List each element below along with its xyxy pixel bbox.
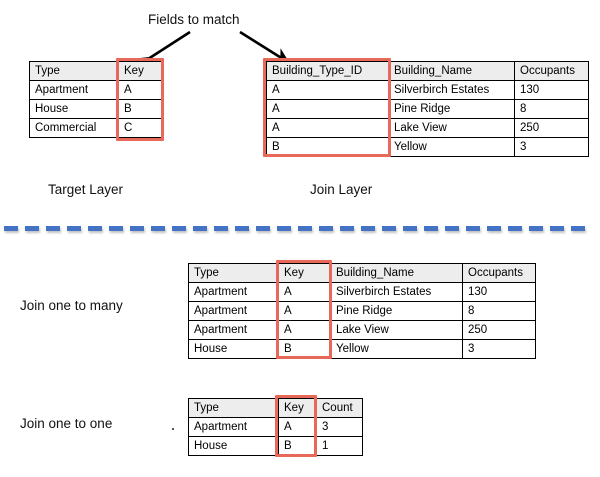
table-row: House B <box>29 99 162 119</box>
cell: C <box>118 118 162 138</box>
arrow-down-right-icon <box>239 30 290 64</box>
table-header-row: Type Key Building_Name Occupants <box>188 263 536 283</box>
table-row: A Pine Ridge 8 <box>266 99 589 119</box>
column-header: Type <box>188 263 279 283</box>
table-header-row: Building_Type_ID Building_Name Occupants <box>266 61 589 81</box>
table-row: B Yellow 3 <box>266 137 589 157</box>
cell: A <box>118 80 162 100</box>
join-layer-table: Building_Type_ID Building_Name Occupants… <box>266 61 589 157</box>
column-header: Type <box>29 61 119 81</box>
cell: Commercial <box>29 118 119 138</box>
table-row: Apartment A Pine Ridge 8 <box>188 301 536 321</box>
join-one-to-many-table: Type Key Building_Name Occupants Apartme… <box>188 263 536 359</box>
cell: 130 <box>462 282 536 302</box>
divider-line <box>4 226 592 231</box>
cell: Apartment <box>188 320 279 340</box>
cell: B <box>278 436 317 456</box>
join-one-to-one-table: Type Key Count Apartment A 3 House B 1 <box>188 398 363 456</box>
table-row: A Silverbirch Estates 130 <box>266 80 589 100</box>
cell: Apartment <box>188 417 279 437</box>
column-header: Key <box>278 398 317 418</box>
table-header-row: Type Key <box>29 61 162 81</box>
cell: 8 <box>514 99 589 119</box>
cell: Pine Ridge <box>330 301 463 321</box>
cell: A <box>266 99 389 119</box>
column-header: Building_Name <box>330 263 463 283</box>
cell: Lake View <box>330 320 463 340</box>
table-row: House B 1 <box>188 436 363 456</box>
column-header: Count <box>316 398 363 418</box>
cell: A <box>278 282 331 302</box>
cell: 8 <box>462 301 536 321</box>
column-header: Key <box>278 263 331 283</box>
cell: B <box>278 339 331 359</box>
cell: Pine Ridge <box>388 99 515 119</box>
cell: Silverbirch Estates <box>388 80 515 100</box>
cell: Yellow <box>388 137 515 157</box>
table-row: A Lake View 250 <box>266 118 589 138</box>
cell: B <box>118 99 162 119</box>
cell: B <box>266 137 389 157</box>
table-row: Commercial C <box>29 118 162 138</box>
table-row: Apartment A Silverbirch Estates 130 <box>188 282 536 302</box>
cell: 250 <box>462 320 536 340</box>
cell: A <box>278 320 331 340</box>
column-header: Building_Type_ID <box>266 61 389 81</box>
cell: House <box>29 99 119 119</box>
cell: A <box>278 301 331 321</box>
join-one-to-many-label: Join one to many <box>20 298 123 313</box>
cell: 3 <box>462 339 536 359</box>
cell: 1 <box>316 436 363 456</box>
cell: A <box>266 118 389 138</box>
cell: 3 <box>514 137 589 157</box>
column-header: Key <box>118 61 162 81</box>
table-row: Apartment A <box>29 80 162 100</box>
target-layer-table: Type Key Apartment A House B Commercial … <box>29 61 162 138</box>
cell: 250 <box>514 118 589 138</box>
arrow-down-left-icon <box>134 30 191 72</box>
cell: Apartment <box>188 301 279 321</box>
column-header: Occupants <box>514 61 589 81</box>
join-one-to-one-label: Join one to one <box>20 416 113 431</box>
column-header: Occupants <box>462 263 536 283</box>
cell: Apartment <box>188 282 279 302</box>
cell: Silverbirch Estates <box>330 282 463 302</box>
cell: A <box>278 417 317 437</box>
fields-to-match-label: Fields to match <box>148 12 240 27</box>
target-layer-caption: Target Layer <box>48 182 124 197</box>
cell: A <box>266 80 389 100</box>
cell: Lake View <box>388 118 515 138</box>
cell: Apartment <box>29 80 119 100</box>
table-row: House B Yellow 3 <box>188 339 536 359</box>
cell: 130 <box>514 80 589 100</box>
column-header: Building_Name <box>388 61 515 81</box>
cell: House <box>188 436 279 456</box>
cell: Yellow <box>330 339 463 359</box>
table-row: Apartment A Lake View 250 <box>188 320 536 340</box>
stray-dot <box>172 428 174 430</box>
section-divider <box>4 226 592 231</box>
table-row: Apartment A 3 <box>188 417 363 437</box>
cell: 3 <box>316 417 363 437</box>
column-header: Type <box>188 398 279 418</box>
table-header-row: Type Key Count <box>188 398 363 418</box>
join-layer-caption: Join Layer <box>310 182 373 197</box>
cell: House <box>188 339 279 359</box>
